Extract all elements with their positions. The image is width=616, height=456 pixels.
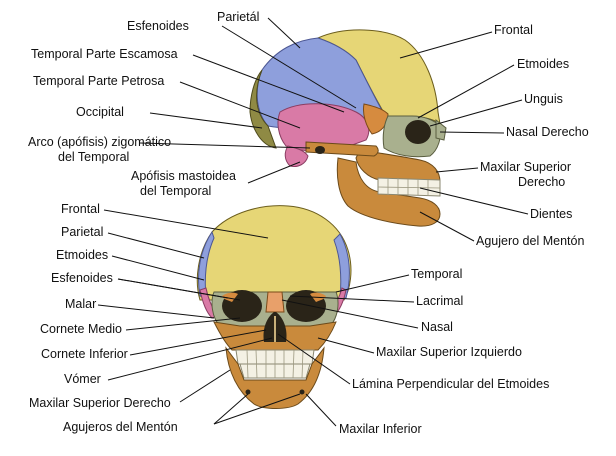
frontal-frontal-bone — [196, 205, 352, 301]
lateral-ear-canal — [315, 146, 325, 154]
label-frontal-front: Frontal — [61, 202, 100, 216]
label-agujeros-menton: Agujeros del Mentón — [63, 420, 178, 434]
lateral-skull — [249, 29, 447, 227]
label-temporal-petrosa: Temporal Parte Petrosa — [33, 74, 164, 88]
frontal-mental-foramen-right — [299, 389, 305, 395]
label-lacrimal: Lacrimal — [416, 294, 463, 308]
label-nasal-derecho: Nasal Derecho — [506, 125, 589, 139]
label-maxilar-superior-izquierdo: Maxilar Superior Izquierdo — [376, 345, 522, 359]
label-lamina-perpendicular: Lámina Perpendicular del Etmoides — [352, 377, 549, 391]
label-temporal-escamosa: Temporal Parte Escamosa — [31, 47, 178, 61]
frontal-skull — [196, 205, 352, 409]
label-dientes: Dientes — [530, 207, 572, 221]
frontal-nasal-bones — [265, 291, 285, 313]
lateral-labels: Parietál Esfenoides Frontal Temporal Par… — [28, 10, 589, 248]
lateral-maxilla — [355, 149, 441, 185]
label-arco-zigomatico-2: del Temporal — [58, 150, 129, 164]
frontal-labels: Frontal Parietal Etmoides Esfenoides Tem… — [29, 202, 549, 436]
label-malar: Malar — [65, 297, 96, 311]
label-vomer: Vómer — [64, 372, 101, 386]
leader-lines — [97, 17, 529, 427]
label-maxilar-superior-derecho-2: Derecho — [518, 175, 565, 189]
label-temporal-front: Temporal — [411, 267, 462, 281]
lateral-mastoid — [284, 145, 309, 167]
lateral-temporal-bone — [277, 103, 370, 152]
frontal-mandible — [225, 346, 325, 409]
label-parietal: Parietál — [217, 10, 259, 24]
label-frontal-lateral: Frontal — [494, 23, 533, 37]
label-apofisis-mastoidea-1: Apófisis mastoidea — [131, 169, 236, 183]
frontal-sphenoid-left — [222, 292, 238, 302]
label-parietal-front: Parietal — [61, 225, 103, 239]
label-maxilar-superior-derecho-front: Maxilar Superior Derecho — [29, 396, 171, 410]
label-apofisis-mastoidea-2: del Temporal — [140, 184, 211, 198]
label-maxilar-inferior: Maxilar Inferior — [339, 422, 422, 436]
label-etmoides-front: Etmoides — [56, 248, 108, 262]
lateral-zygomatic-arch — [305, 141, 379, 157]
label-arco-zigomatico-1: Arco (apófisis) zigomático — [28, 135, 171, 149]
label-cornete-inferior: Cornete Inferior — [41, 347, 128, 361]
label-agujero-menton: Agujero del Mentón — [476, 234, 584, 248]
label-occipital: Occipital — [76, 105, 124, 119]
label-nasal-front: Nasal — [421, 320, 453, 334]
label-cornete-medio: Cornete Medio — [40, 322, 122, 336]
lateral-occipital-bone — [249, 69, 277, 149]
label-etmoides-lateral: Etmoides — [517, 57, 569, 71]
frontal-mental-foramen-left — [245, 389, 251, 395]
label-unguis: Unguis — [524, 92, 563, 106]
label-maxilar-superior-derecho-1: Maxilar Superior — [480, 160, 571, 174]
label-esfenoides-lateral: Esfenoides — [127, 19, 189, 33]
lateral-nasal-bone — [435, 118, 447, 141]
lateral-orbit — [405, 120, 431, 144]
lateral-teeth — [377, 177, 441, 197]
label-esfenoides-front: Esfenoides — [51, 271, 113, 285]
lateral-mandible — [336, 157, 441, 227]
